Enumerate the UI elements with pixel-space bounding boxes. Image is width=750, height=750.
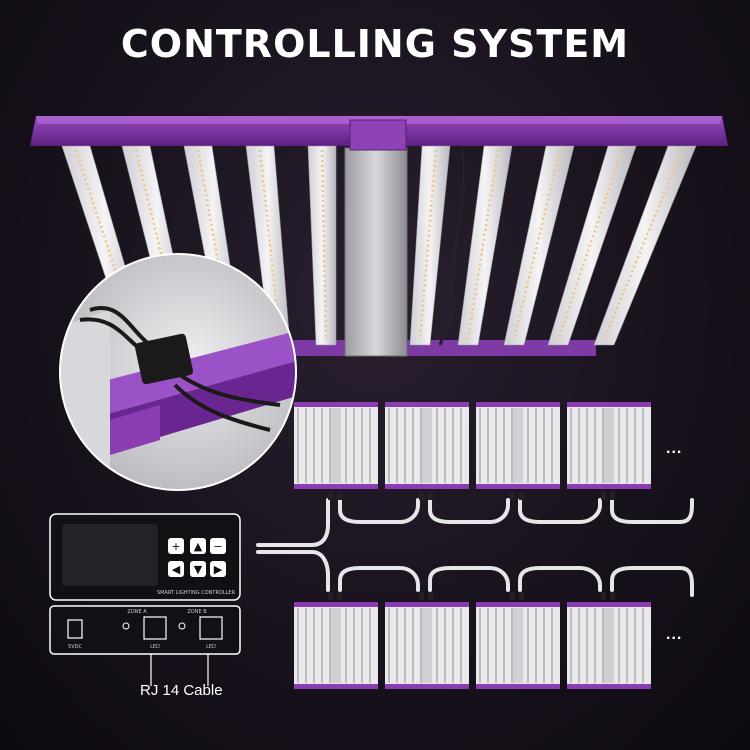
daisy-chain-cables [258, 500, 692, 595]
controller-button[interactable]: ▼ [190, 561, 206, 577]
mini-fixture [567, 402, 651, 500]
mini-fixture [567, 592, 651, 689]
more-fixtures-top: ... [666, 440, 682, 458]
zone-b-port-label: LED [206, 644, 216, 650]
zone-b-label: ZONE B [187, 609, 207, 615]
mini-fixture [294, 592, 378, 689]
controller-unit: SMART LIGHTING CONTROLLER [50, 514, 240, 600]
mini-fixture [476, 592, 560, 689]
cable-label: RJ 14 Cable [140, 682, 223, 699]
controller-button[interactable]: + [168, 538, 184, 554]
zone-a-label: ZONE A [127, 609, 147, 615]
controller-button[interactable]: − [210, 538, 226, 554]
svg-text:◀: ◀ [172, 563, 181, 576]
svg-text:▲: ▲ [194, 540, 203, 553]
svg-text:▼: ▼ [194, 563, 203, 576]
svg-text:▶: ▶ [214, 563, 223, 576]
controller-button[interactable]: ▶ [210, 561, 226, 577]
controller-button[interactable]: ▲ [190, 538, 206, 554]
controller-name: SMART LIGHTING CONTROLLER [157, 590, 236, 596]
controller-screen [62, 524, 158, 586]
more-fixtures-bottom: ... [666, 626, 682, 644]
zone-a-port-label: LED [150, 644, 160, 650]
connector-zoom-detail [50, 254, 300, 490]
driver-box [345, 148, 407, 356]
mini-fixture [294, 402, 378, 500]
driver-mount [350, 120, 406, 150]
mini-fixture [385, 592, 469, 689]
power-label: 5VDC [68, 644, 82, 650]
svg-text:−: − [213, 540, 222, 553]
controller-button[interactable]: ◀ [168, 561, 184, 577]
led-bar [410, 146, 450, 345]
controller-back-panel: 5VDC ZONE A ZONE B LED LED [50, 606, 240, 686]
led-bar [458, 146, 512, 345]
svg-text:+: + [171, 540, 180, 553]
mini-fixture [385, 402, 469, 500]
fixture-grid [294, 402, 651, 689]
mini-fixture [476, 402, 560, 500]
